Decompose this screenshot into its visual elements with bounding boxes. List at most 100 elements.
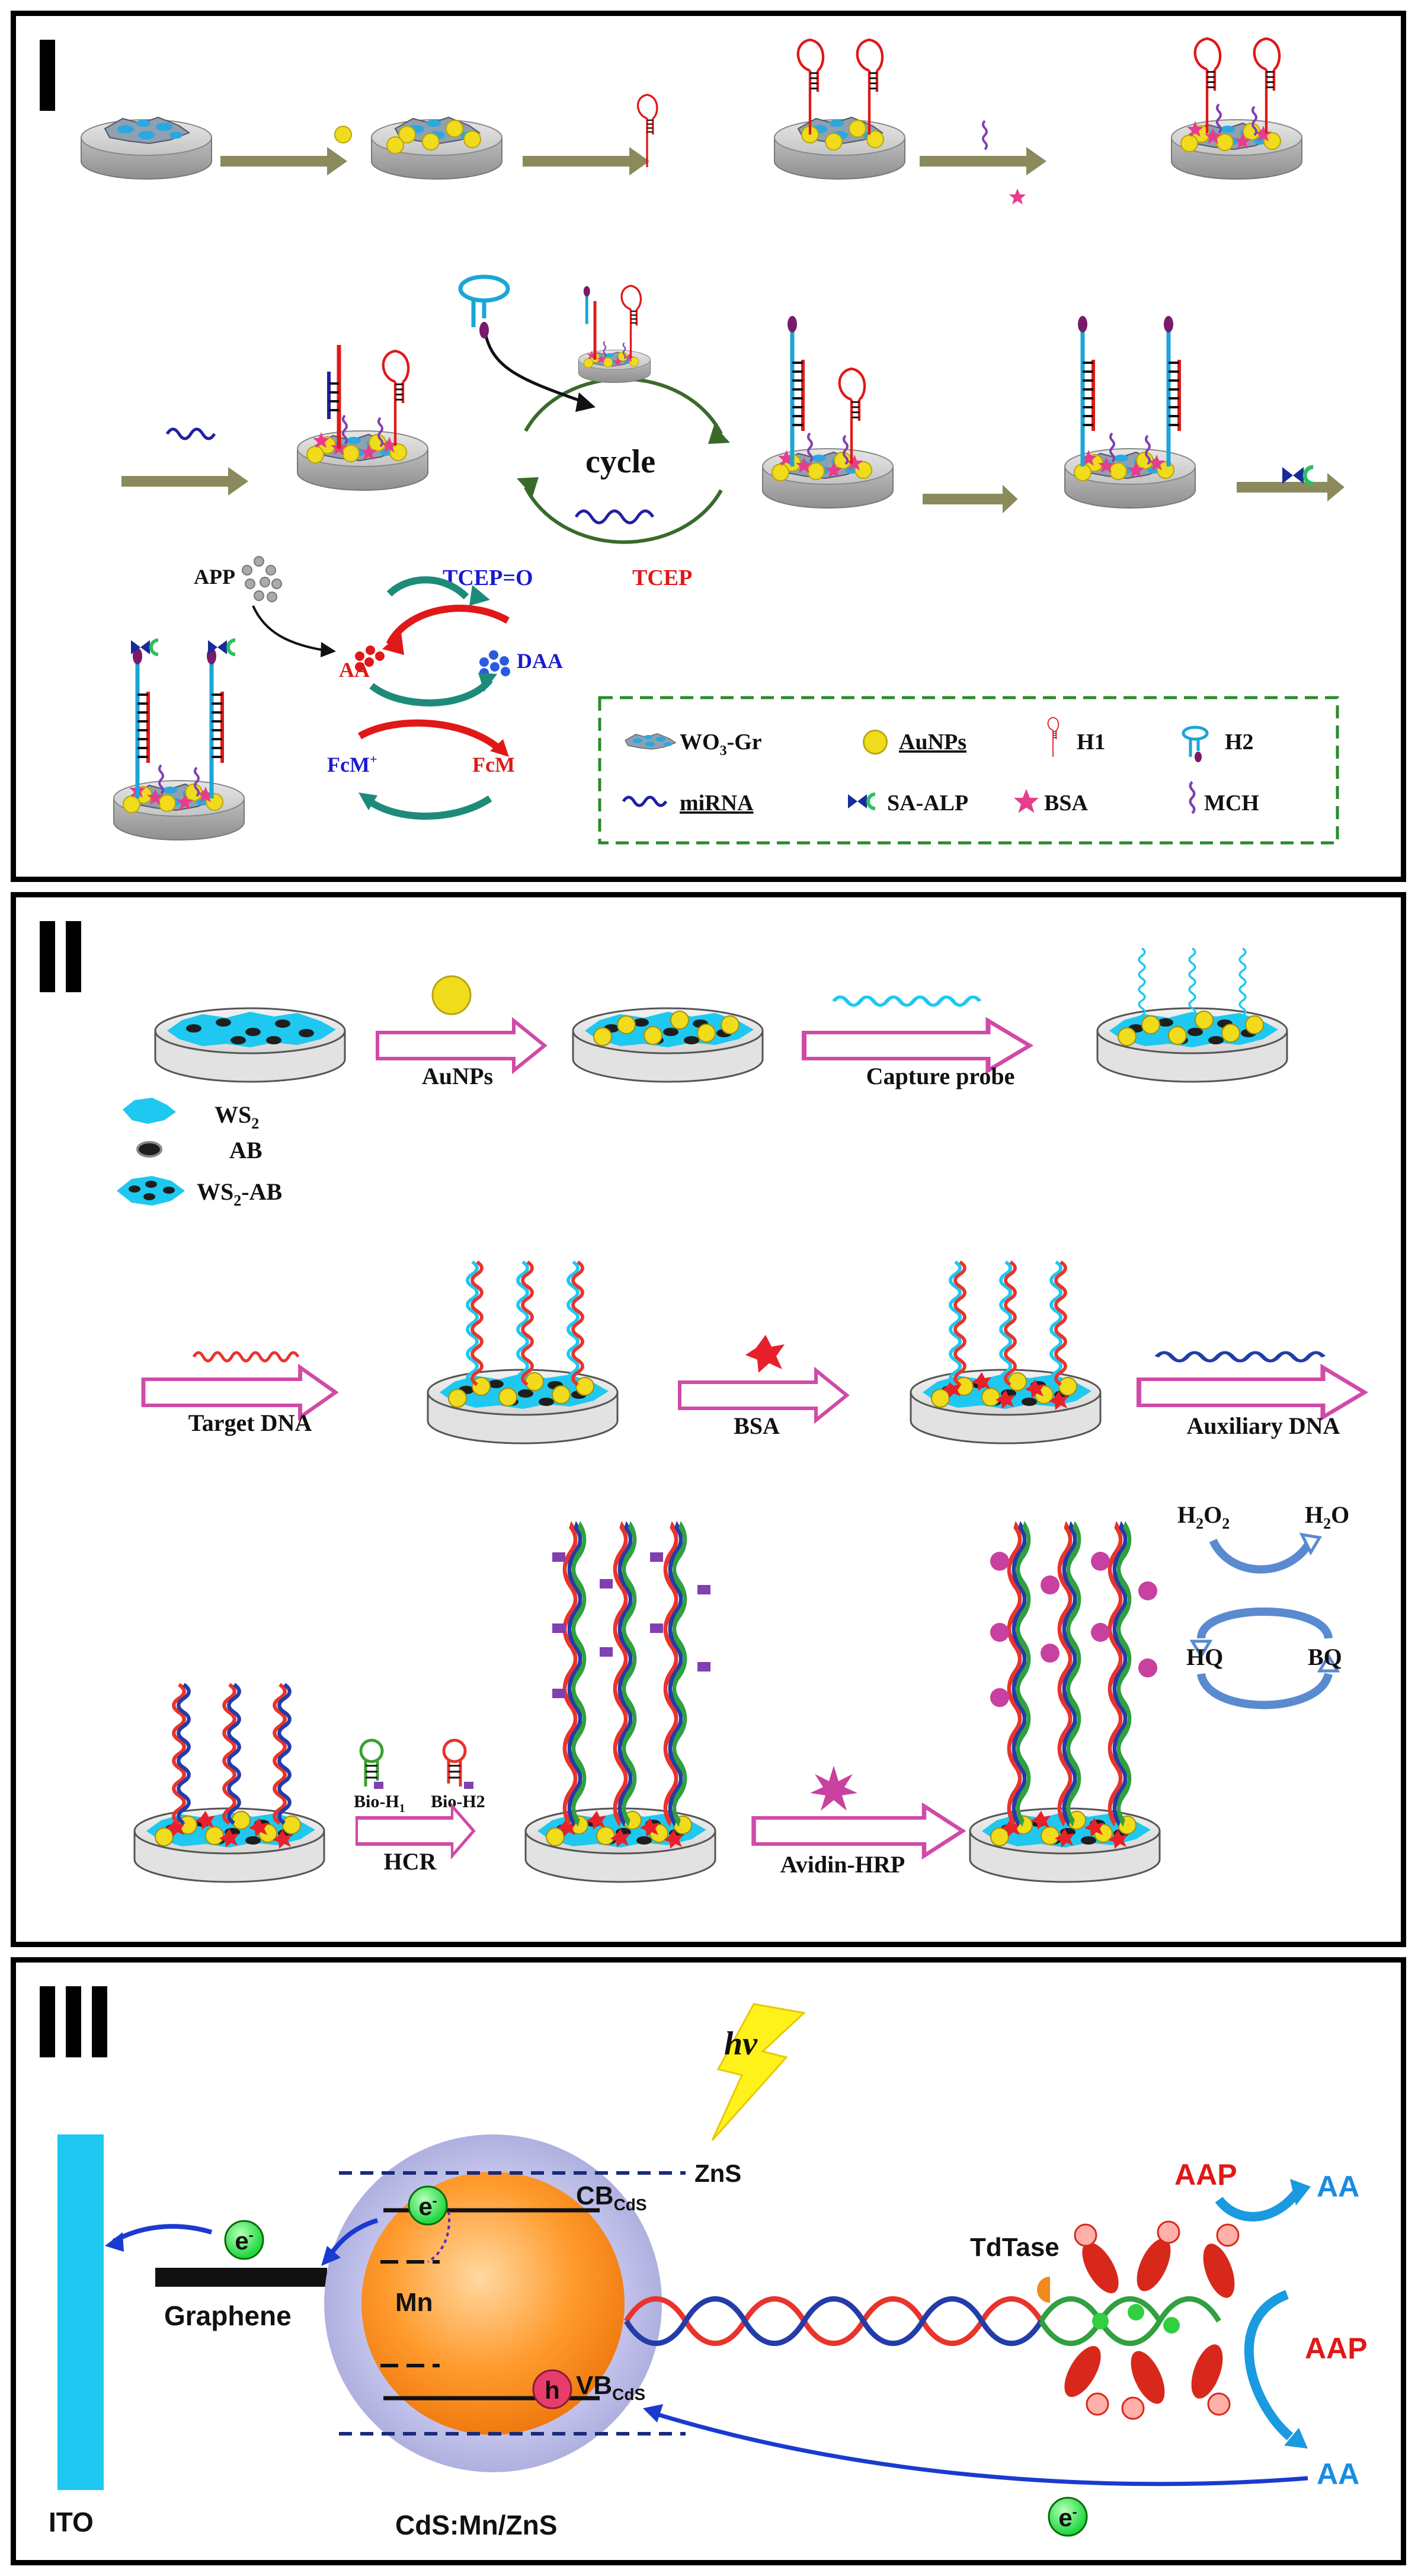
bsa-star-icon — [745, 1335, 785, 1373]
app-label: APP — [194, 565, 235, 589]
tdtase-cluster: TdTase — [970, 2220, 1240, 2420]
aap-top-label: AAP — [1174, 2158, 1237, 2191]
mn-label: Mn — [395, 2288, 433, 2317]
tcep-label: TCEP — [632, 565, 692, 590]
legend-h2: H2 — [1225, 730, 1254, 755]
legend-wo3: WO3-Gr — [680, 730, 762, 759]
aunp-disc — [573, 1008, 763, 1082]
mch-icon — [982, 120, 988, 151]
svg-text:e-: e- — [235, 2227, 253, 2255]
electron-cb: e- — [418, 2193, 437, 2220]
auxiliary-disc — [135, 1685, 324, 1882]
panel-3: ITO Graphene e- e- h CBCdS V — [11, 1957, 1406, 2565]
step-aunp-disc — [371, 117, 502, 180]
arrow-6 — [1237, 473, 1345, 501]
cycle: cycle — [458, 274, 730, 544]
graphene-label: Graphene — [164, 2300, 292, 2331]
target-dna-icon — [194, 1353, 298, 1361]
target-dna-label: Target DNA — [188, 1410, 312, 1436]
bq-label: BQ — [1308, 1644, 1342, 1670]
panel-3-diagram: ITO Graphene e- e- h CBCdS V — [49, 2003, 1368, 2540]
step-h2-disc-2 — [1065, 316, 1195, 508]
bio-h1-label: Bio-H1 — [354, 1792, 405, 1815]
panel-2-numeral — [40, 921, 81, 992]
capture-probe-disc — [1097, 947, 1287, 1082]
electron-transfer-arrow-1 — [113, 2224, 213, 2243]
avidin-hrp-icon — [810, 1766, 857, 1811]
electron-return-arrow — [652, 2411, 1308, 2486]
arrow-3 — [920, 147, 1046, 175]
cycle-label: cycle — [585, 443, 655, 480]
daa-label: DAA — [517, 649, 563, 673]
legend-aunps: AuNPs — [899, 730, 966, 755]
arrow-2 — [523, 147, 649, 175]
arrow-avidin-hrp — [754, 1806, 963, 1856]
step-blocked-disc — [1171, 39, 1302, 179]
legend-mch: MCH — [1204, 791, 1259, 816]
h2o-label: H2O — [1305, 1501, 1349, 1532]
bsa-label: BSA — [734, 1412, 780, 1439]
svg-text:e-: e- — [1058, 2504, 1077, 2532]
light-bolt-icon: hv — [711, 2003, 806, 2141]
graphene-sheet — [155, 2268, 327, 2287]
vb-label: VBCdS — [576, 2371, 645, 2404]
ito-label: ITO — [49, 2507, 94, 2537]
mirna-icon — [165, 427, 216, 440]
particle-label: CdS:Mn/ZnS — [395, 2510, 557, 2540]
step-h1-disc — [774, 40, 905, 180]
hq-bq-cycle: H2O2 H2O HQ BQ — [1177, 1501, 1349, 1709]
panel-1: cycle — [11, 11, 1406, 882]
aa-bottom-label: AA — [1317, 2457, 1359, 2491]
hcr-disc — [526, 1524, 715, 1882]
panel-1-diagram: cycle — [81, 16, 1345, 845]
legend-mirna: miRNA — [680, 791, 754, 816]
cb-label: CBCdS — [576, 2181, 647, 2214]
sa-alp-icon — [1282, 465, 1314, 486]
panel-3-numeral — [40, 1986, 107, 2057]
panel-1-numeral — [40, 40, 55, 111]
fcm-label: FcM — [472, 753, 515, 776]
panel-2: AuNPs Capture probe WS2 AB WS2-AB Target… — [11, 892, 1406, 1947]
material-legend: WS2 AB WS2-AB — [117, 1098, 282, 1209]
arrow-5 — [923, 485, 1018, 513]
fcm-plus-label: FcM+ — [327, 752, 377, 776]
h2o2-label: H2O2 — [1177, 1501, 1230, 1532]
auxiliary-dna-label: Auxiliary DNA — [1187, 1412, 1340, 1439]
step-mirna-disc — [297, 345, 428, 490]
zns-label: ZnS — [694, 2159, 741, 2187]
step-wo3-disc — [81, 117, 212, 180]
hq-label: HQ — [1186, 1644, 1223, 1670]
bsa-disc — [911, 1262, 1100, 1443]
cds-mn-zns-particle: e- h CBCdS VBCdS Mn ZnS — [321, 2134, 741, 2472]
avidin-hrp-label: Avidin-HRP — [780, 1851, 905, 1878]
panel-2-diagram: AuNPs Capture probe WS2 AB WS2-AB Target… — [117, 947, 1401, 1942]
capture-probe-label: Capture probe — [866, 1063, 1015, 1089]
hcr-label: HCR — [384, 1848, 437, 1875]
hole-vb: h — [545, 2376, 560, 2404]
legend-h1: H1 — [1077, 730, 1106, 755]
final-disc — [114, 638, 244, 840]
aa-top-label: AA — [1317, 2170, 1359, 2203]
aap-bottom-label: AAP — [1305, 2332, 1368, 2365]
aap-aa-conversion: AAP AA AAP AA — [1174, 2158, 1368, 2491]
bio-hairpins: Bio-H1 Bio-H2 — [354, 1738, 485, 1815]
aunps-label: AuNPs — [422, 1063, 493, 1089]
tdtase-label: TdTase — [970, 2233, 1060, 2262]
electron-return: e- — [1048, 2497, 1088, 2537]
capture-probe-icon — [834, 997, 980, 1005]
bsa-icon — [1009, 188, 1026, 204]
hv-label: hv — [724, 2025, 758, 2062]
hrp-disc — [970, 1524, 1160, 1882]
ab-label: AB — [229, 1137, 263, 1164]
legend-bsa: BSA — [1044, 791, 1088, 816]
aunp-large-icon — [431, 975, 472, 1015]
ws2-label: WS2 — [215, 1101, 259, 1132]
legend: WO3-Gr AuNPs H1 H2 miRNA SA-ALP BSA MCH — [598, 696, 1339, 845]
aunp-icon — [334, 126, 352, 143]
electron-graphene: e- — [224, 2220, 264, 2260]
ws2-ab-label: WS2-AB — [197, 1178, 282, 1209]
dna-helix — [624, 2296, 1221, 2346]
target-dna-disc — [428, 1262, 617, 1443]
arrow-1 — [220, 147, 347, 175]
reaction-scheme: APP TCEP=O TCEP AA DAA FcM+ FcM — [194, 556, 692, 820]
